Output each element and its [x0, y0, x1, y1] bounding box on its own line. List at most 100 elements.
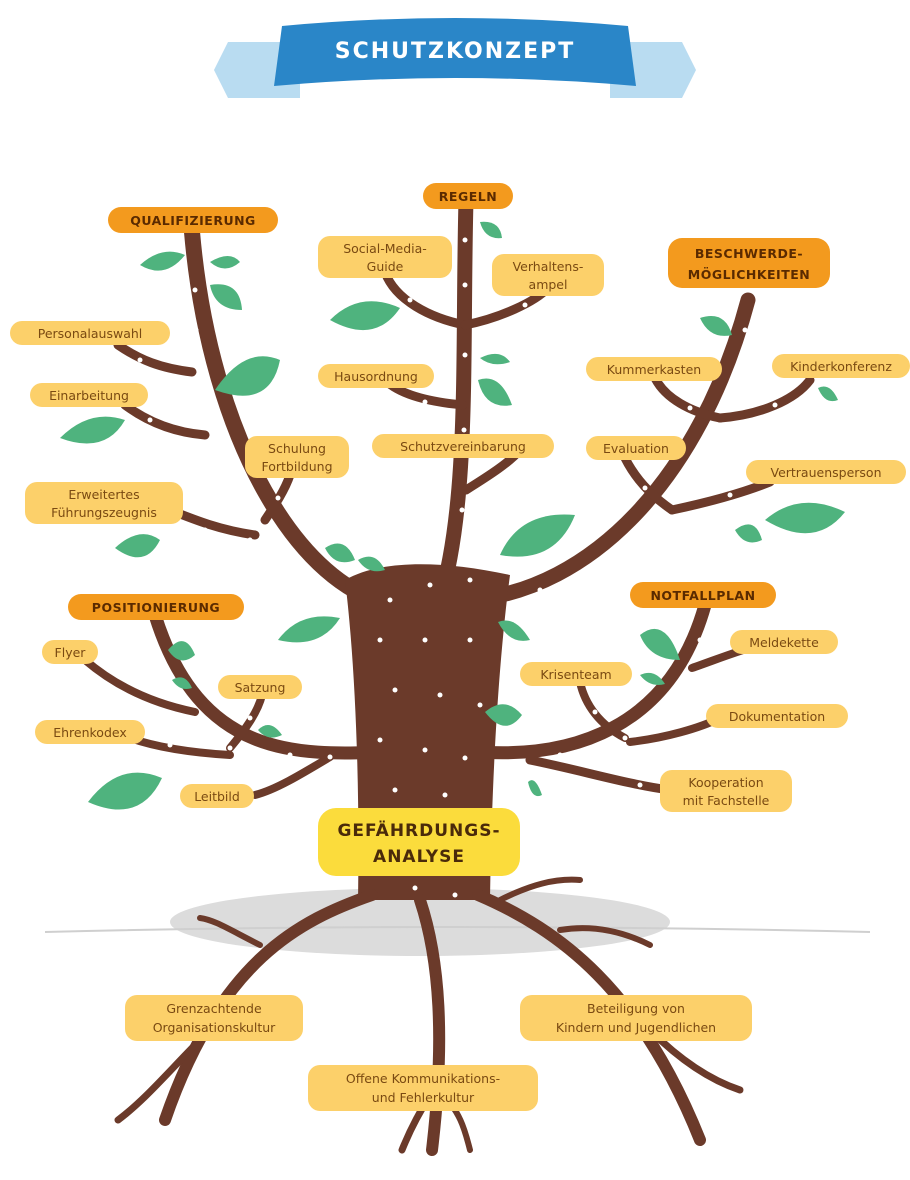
page-title: SCHUTZKONZEPT — [335, 39, 576, 64]
leaf-icon — [215, 356, 280, 396]
branch-dots — [137, 237, 778, 898]
label-evaluation-text: Evaluation — [603, 441, 669, 456]
label-krisenteam: Krisenteam — [520, 662, 632, 686]
dot — [247, 537, 253, 543]
leaf-icon — [818, 386, 838, 402]
label-meldekette-text: Meldekette — [749, 635, 819, 650]
dot — [467, 577, 473, 583]
leaf-icon — [358, 556, 385, 572]
label-fuehrung-text-2: Führungszeugnis — [51, 505, 157, 520]
label-social-text-2: Guide — [367, 259, 404, 274]
twig-kinder — [715, 375, 815, 423]
leaf-icon — [640, 672, 665, 685]
tree-structure — [81, 192, 815, 799]
label-schutzvereinbarung: Schutzvereinbarung — [372, 434, 554, 458]
category-notfallplan: NOTFALLPLAN — [630, 582, 776, 608]
label-social-media: Social-Media- Guide — [318, 236, 452, 278]
label-ehrenkodex: Ehrenkodex — [35, 720, 145, 744]
label-evaluation: Evaluation — [586, 436, 686, 460]
label-ehrenkodex-text: Ehrenkodex — [53, 725, 127, 740]
root-left-3 — [197, 915, 263, 948]
dot — [442, 792, 448, 798]
dot — [772, 402, 778, 408]
dot — [592, 709, 598, 715]
leaf-icon — [480, 221, 502, 239]
dot — [697, 637, 703, 643]
ribbon-band — [274, 18, 636, 86]
label-einarbeitung-text: Einarbeitung — [49, 388, 129, 403]
category-regeln: REGELN — [423, 183, 513, 209]
root-grenz-text-1: Grenzachtende — [166, 1001, 262, 1016]
twig-leitbild — [251, 753, 334, 799]
category-regeln-text: REGELN — [439, 189, 497, 204]
label-kooperation: Kooperation mit Fachstelle — [660, 770, 792, 812]
root-labels: Grenzachtende Organisationskultur Offene… — [125, 995, 752, 1111]
twig-dokumentation — [626, 714, 724, 746]
twig-kooperation — [525, 755, 675, 795]
dot — [522, 302, 528, 308]
dot — [462, 352, 468, 358]
root-right — [472, 889, 706, 1146]
label-personalauswahl-text: Personalauswahl — [38, 326, 143, 341]
dot — [287, 752, 293, 758]
dot — [667, 697, 673, 703]
leaf-icon — [735, 524, 762, 543]
label-leitbild: Leitbild — [180, 784, 254, 808]
dot — [462, 237, 468, 243]
category-qualifizierung: QUALIFIZIERUNG — [108, 207, 278, 233]
label-kooperation-text-2: mit Fachstelle — [683, 793, 770, 808]
dot — [637, 782, 643, 788]
dot — [742, 327, 748, 333]
dot — [727, 492, 733, 498]
dot — [412, 885, 418, 891]
label-social-text-1: Social-Media- — [343, 241, 427, 256]
dot — [327, 754, 333, 760]
root-label-grenzachtende: Grenzachtende Organisationskultur — [125, 995, 303, 1041]
title-ribbon: SCHUTZKONZEPT — [214, 18, 696, 98]
core-label-text-2: ANALYSE — [373, 847, 465, 867]
dot — [452, 892, 458, 898]
leaf-icon — [500, 514, 575, 557]
label-vertrauensperson: Vertrauensperson — [746, 460, 906, 484]
leaf-icon — [765, 502, 845, 534]
dot — [202, 527, 208, 533]
label-krisenteam-text: Krisenteam — [540, 667, 611, 682]
dot — [461, 427, 467, 433]
dot — [212, 467, 218, 473]
dot — [275, 495, 281, 501]
dot — [227, 745, 233, 751]
leaf-icon — [278, 616, 340, 643]
dot — [193, 327, 199, 333]
category-positionierung: POSITIONIERUNG — [68, 594, 244, 620]
dot — [687, 405, 693, 411]
root-left-2 — [114, 1036, 204, 1124]
label-personalauswahl: Personalauswahl — [10, 321, 170, 345]
item-labels: Personalauswahl Einarbeitung Schulung Fo… — [10, 236, 910, 812]
dot — [622, 735, 628, 741]
dot — [387, 597, 393, 603]
dot — [657, 527, 663, 533]
root-right-4 — [557, 925, 653, 948]
label-kinderkonferenz: Kinderkonferenz — [772, 354, 910, 378]
dot — [557, 752, 563, 758]
twig-social — [380, 267, 470, 330]
leaf-icon — [115, 534, 160, 558]
twig-einarbeitung — [120, 400, 210, 440]
label-verhalten-text-1: Verhaltens- — [513, 259, 584, 274]
label-kummerkasten-text: Kummerkasten — [607, 362, 701, 377]
label-vertrauensperson-text: Vertrauensperson — [770, 465, 881, 480]
dot — [137, 357, 143, 363]
leaf-icon — [168, 641, 195, 661]
ground-shadow — [170, 888, 670, 956]
dot — [157, 687, 163, 693]
ground-line — [44, 926, 871, 933]
dot — [537, 587, 543, 593]
label-dokumentation-text: Dokumentation — [729, 709, 825, 724]
leaf-icon — [478, 378, 512, 406]
leaf-icon — [258, 725, 282, 738]
dot — [422, 399, 428, 405]
dot — [247, 715, 253, 721]
label-schulung-text-2: Fortbildung — [261, 459, 332, 474]
dot — [642, 485, 648, 491]
category-labels: QUALIFIZIERUNG REGELN BESCHWERDE- MÖGLIC… — [68, 183, 830, 620]
